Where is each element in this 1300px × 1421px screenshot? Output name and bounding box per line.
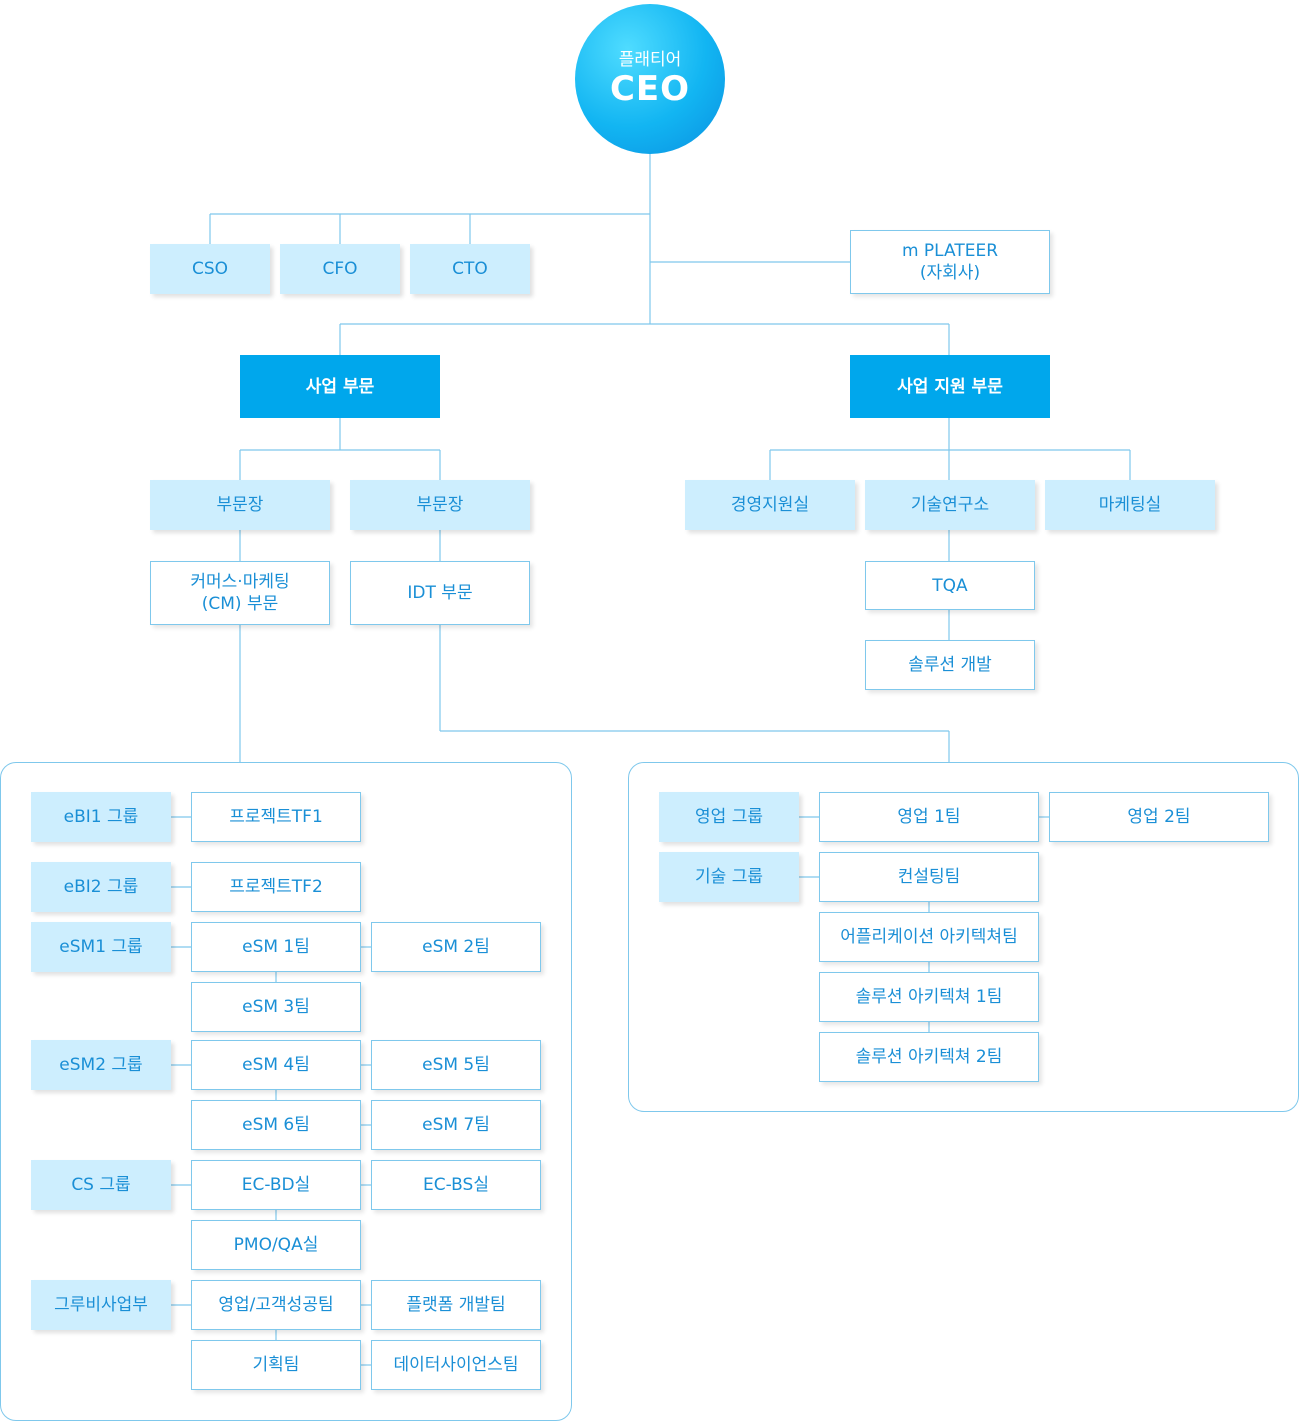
exec-cfo: CFO xyxy=(280,244,400,294)
idt-division: IDT 부문 xyxy=(350,561,530,625)
team-esm-1: eSM 1팀 xyxy=(191,922,361,972)
team-platform-dev: 플랫폼 개발팀 xyxy=(371,1280,541,1330)
group-ebi1: eBI1 그룹 xyxy=(31,792,171,842)
marketing-office: 마케팅실 xyxy=(1045,480,1215,530)
team-esm-4: eSM 4팀 xyxy=(191,1040,361,1090)
team-project-tf2: 프로젝트TF2 xyxy=(191,862,361,912)
division-head-cm: 부문장 xyxy=(150,480,330,530)
team-sales-1: 영업 1팀 xyxy=(819,792,1039,842)
management-support-office: 경영지원실 xyxy=(685,480,855,530)
company-name: 플래티어 xyxy=(618,50,682,70)
team-sales-cs: 영업/고객성공팀 xyxy=(191,1280,361,1330)
group-sales: 영업 그룹 xyxy=(659,792,799,842)
division-head-idt: 부문장 xyxy=(350,480,530,530)
idt-groups-panel xyxy=(628,762,1299,1112)
team-esm-6: eSM 6팀 xyxy=(191,1100,361,1150)
team-sales-2: 영업 2팀 xyxy=(1049,792,1269,842)
subsidiary-node: m PLATEER (자회사) xyxy=(850,230,1050,294)
team-data-science: 데이터사이언스팀 xyxy=(371,1340,541,1390)
ceo-title: CEO xyxy=(609,69,691,109)
team-planning: 기획팀 xyxy=(191,1340,361,1390)
research-lab: 기술연구소 xyxy=(865,480,1035,530)
ceo-node: 플래티어 CEO xyxy=(575,4,725,154)
group-esm2: eSM2 그룹 xyxy=(31,1040,171,1090)
group-esm1: eSM1 그룹 xyxy=(31,922,171,972)
tqa-team: TQA xyxy=(865,561,1035,610)
team-app-architecture: 어플리케이션 아키텍쳐팀 xyxy=(819,912,1039,962)
exec-cso: CSO xyxy=(150,244,270,294)
team-solution-architecture-2: 솔루션 아키텍쳐 2팀 xyxy=(819,1032,1039,1082)
team-consulting: 컨설팅팀 xyxy=(819,852,1039,902)
team-project-tf1: 프로젝트TF1 xyxy=(191,792,361,842)
team-esm-2: eSM 2팀 xyxy=(371,922,541,972)
team-esm-5: eSM 5팀 xyxy=(371,1040,541,1090)
support-division: 사업 지원 부문 xyxy=(850,355,1050,418)
team-ec-bd: EC-BD실 xyxy=(191,1160,361,1210)
team-esm-7: eSM 7팀 xyxy=(371,1100,541,1150)
exec-cto: CTO xyxy=(410,244,530,294)
group-cs: CS 그룹 xyxy=(31,1160,171,1210)
team-solution-architecture-1: 솔루션 아키텍쳐 1팀 xyxy=(819,972,1039,1022)
group-tech: 기술 그룹 xyxy=(659,852,799,902)
group-groobee: 그루비사업부 xyxy=(31,1280,171,1330)
cm-division: 커머스·마케팅 (CM) 부문 xyxy=(150,561,330,625)
group-ebi2: eBI2 그룹 xyxy=(31,862,171,912)
team-ec-bs: EC-BS실 xyxy=(371,1160,541,1210)
team-pmo-qa: PMO/QA실 xyxy=(191,1220,361,1270)
business-division: 사업 부문 xyxy=(240,355,440,418)
solution-dev-team: 솔루션 개발 xyxy=(865,640,1035,690)
team-esm-3: eSM 3팀 xyxy=(191,982,361,1032)
